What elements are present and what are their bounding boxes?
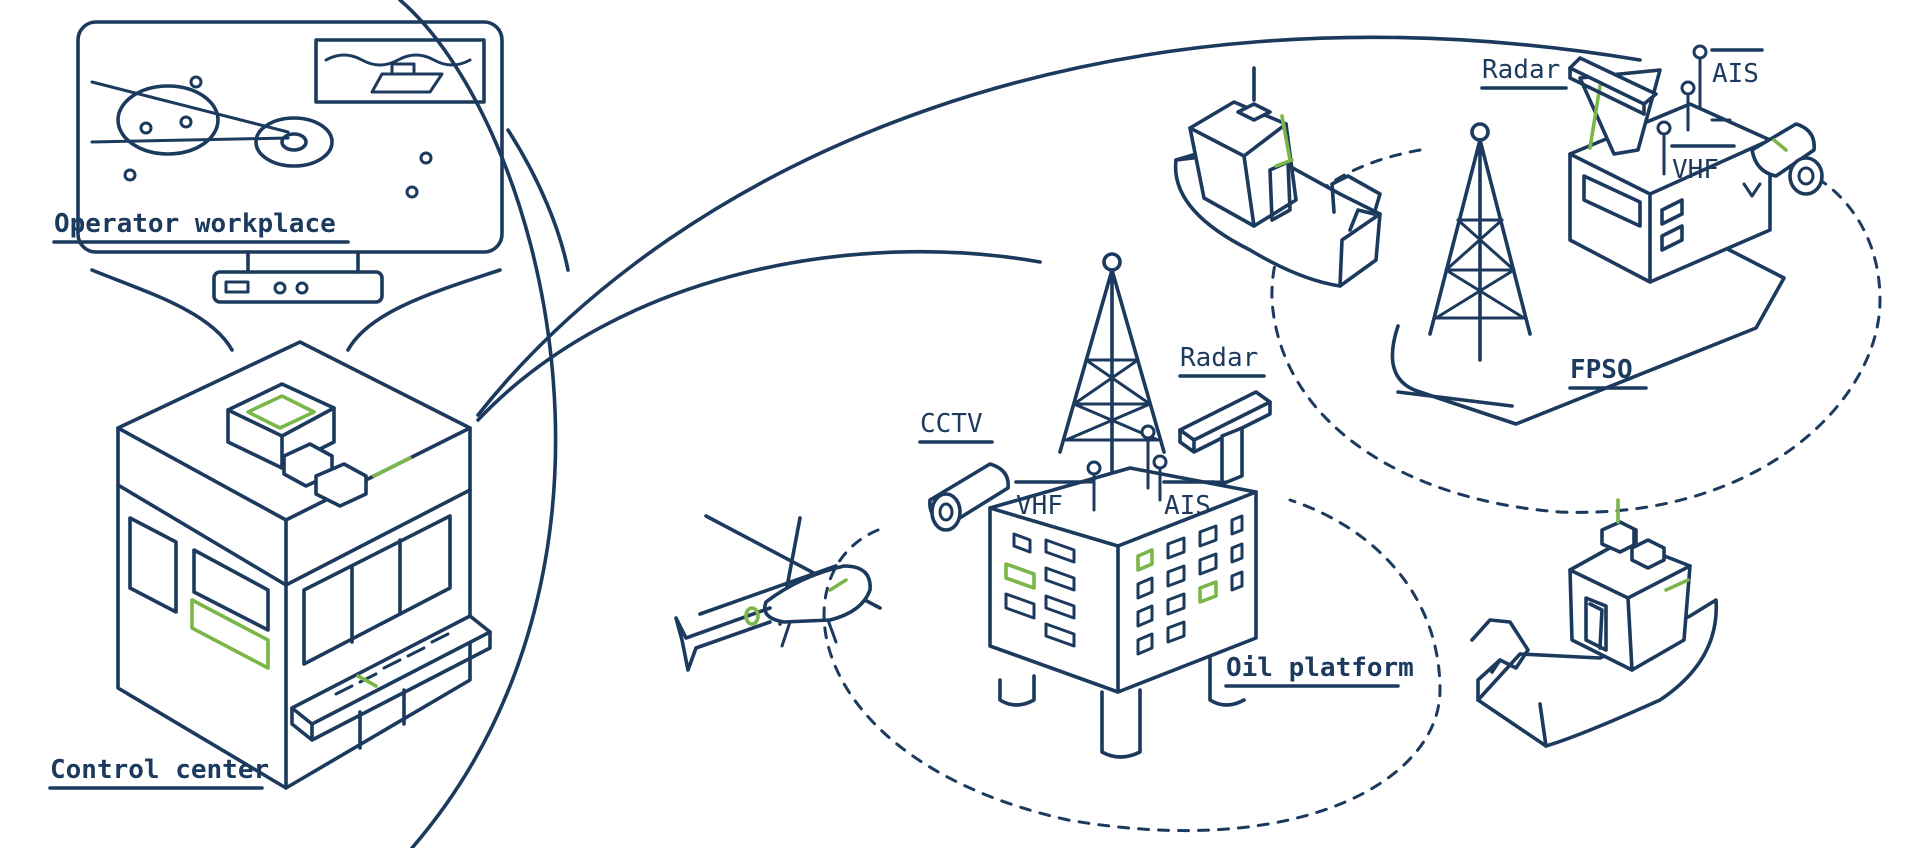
platform-radar-label: Radar: [1178, 343, 1266, 378]
operator-monitor: [76, 20, 504, 352]
fpso-ais-label: AIS: [1710, 48, 1764, 89]
control-center-building: [116, 340, 492, 790]
oil-platform-label: Oil platform: [1224, 653, 1414, 688]
control-center-text: Control center: [50, 755, 269, 785]
platform-ais-text: AIS: [1164, 491, 1211, 521]
helicopter: [674, 514, 882, 672]
cctv-label: CCTV: [918, 409, 994, 444]
fpso-ais-text: AIS: [1712, 59, 1759, 89]
platform-vhf-text: VHF: [1016, 491, 1063, 521]
platform-ais-label: AIS: [1162, 480, 1216, 521]
operator-workplace-label: Operator workplace: [52, 209, 350, 244]
fpso-vessel: [1390, 44, 1824, 426]
supply-boat-bottom: [1470, 498, 1719, 748]
fpso-text: FPSO: [1570, 355, 1633, 385]
communication-links: [398, 0, 1642, 848]
control-center-label: Control center: [48, 755, 269, 790]
fpso-radar-text: Radar: [1482, 55, 1560, 85]
fpso-radar-label: Radar: [1480, 55, 1568, 90]
oil-platform-text: Oil platform: [1226, 653, 1414, 683]
platform-radar-text: Radar: [1180, 343, 1258, 373]
cctv-text: CCTV: [920, 409, 983, 439]
fpso-label: FPSO: [1568, 355, 1648, 390]
fpso-vhf-label: VHF: [1670, 144, 1736, 185]
operator-workplace-text: Operator workplace: [54, 209, 336, 239]
oil-platform: [928, 252, 1272, 759]
fpso-vhf-text: VHF: [1672, 155, 1719, 185]
platform-vhf-label: VHF: [1014, 480, 1086, 521]
supply-boat-top: [1173, 66, 1382, 288]
